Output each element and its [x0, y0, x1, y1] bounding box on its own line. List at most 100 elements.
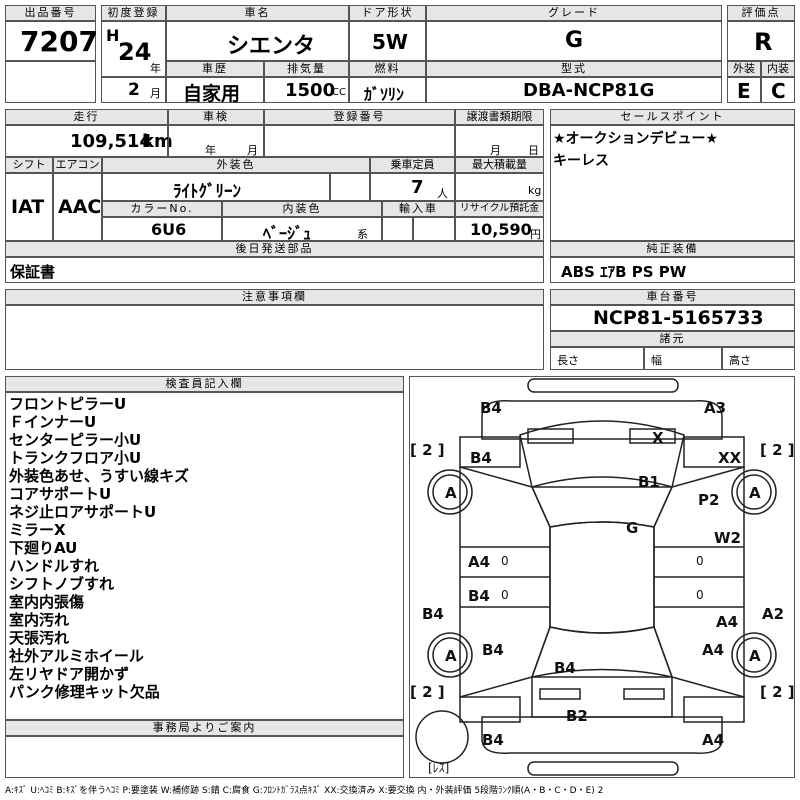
genuine-equip-cell: ABS ｴｱB PS PW [550, 257, 795, 283]
inspector-note: 社外アルミホイール [9, 647, 144, 665]
spare-tire-mark: [ﾚｽ] [428, 761, 449, 775]
inspector-note: 室内汚れ [9, 611, 70, 629]
model-type-cell: DBA-NCP81G [426, 77, 722, 103]
chassis-no-label: 車台番号 [550, 289, 795, 305]
mark-a3: A3 [704, 399, 726, 417]
car-body-outline: B4 A3 X B4 XX B1 P2 G W2 A4 B4 B4 A2 A4 … [410, 378, 794, 776]
aircon-label: エアコン [53, 157, 102, 173]
inspector-note: 外装色あせ、うすい線キズ [9, 467, 190, 485]
aircon-value: AAC [58, 196, 102, 218]
genuine-equip-value: ABS ｴｱB PS PW [561, 263, 687, 281]
tire-rl: [ 2 ] [410, 683, 445, 701]
first-reg-year-cell: H 24 年 [101, 21, 166, 77]
displacement-cell: 1500 CC [264, 77, 349, 103]
inspector-note: 左リヤドア開かず [9, 665, 130, 683]
later-parts-label: 後日発送部品 [5, 241, 544, 257]
color-no-label: カラーNo. [102, 201, 222, 217]
exterior-score: E [737, 79, 751, 103]
lot-no-label: 出品番号 [5, 5, 96, 21]
mark-b4-l3: B4 [482, 641, 504, 659]
score-label: 評価点 [727, 5, 795, 21]
mileage-value: 109,514 [70, 131, 152, 152]
first-reg-label: 初度登録 [101, 5, 166, 21]
interior-score: C [771, 79, 786, 103]
cc-unit: CC [332, 87, 346, 98]
score-cell: R [727, 21, 795, 61]
lot-no-cell: 7207 [5, 21, 98, 61]
sales-point-cell: ★オークションデビュー★ キーレス [550, 125, 795, 241]
office-notice-cell [5, 736, 404, 778]
zero-4: 0 [696, 588, 704, 602]
chassis-no-value: NCP81-5165733 [593, 307, 764, 329]
deadline-month-unit: 月 [490, 144, 501, 157]
capacity-label: 乗車定員 [370, 157, 455, 173]
lot-no-blank [5, 61, 96, 103]
recycle-label: リサイクル預託金 [455, 201, 544, 217]
fuel-value: ｶﾞｿﾘﾝ [364, 85, 405, 104]
int-color-value: ﾍﾞｰｼﾞｭ [263, 224, 312, 243]
caution-cell [5, 305, 544, 370]
score-value: R [754, 28, 773, 56]
zero-3: 0 [696, 554, 704, 568]
inspector-note: フロントピラーU [9, 395, 127, 413]
history-cell: 自家用 [166, 77, 264, 105]
capacity-cell: 7 人 [370, 173, 455, 201]
inspector-note: パンク修理キット欠品 [9, 683, 160, 701]
inspector-label: 検査員記入欄 [5, 376, 404, 392]
displacement-value: 1500 [285, 80, 336, 101]
later-parts-value: 保証書 [10, 263, 56, 281]
mark-b1: B1 [638, 473, 660, 491]
ext-color-cell: ﾗｲﾄｸﾞﾘｰﾝ [102, 173, 330, 202]
inspector-note: ネジ止ロアサポートU [9, 503, 157, 521]
sales-point-1: ★オークションデビュー★ [553, 131, 719, 147]
kg-unit: kg [528, 184, 542, 197]
genuine-equip-label: 純正装備 [550, 241, 795, 257]
wheel-fr-mark: A [749, 484, 761, 502]
import-cell-b [413, 217, 455, 241]
mark-b4-l1: B4 [470, 449, 492, 467]
first-reg-month-cell: 2 月 [101, 77, 166, 103]
deadline-label: 譲渡書類期限 [455, 109, 544, 125]
month-unit: 月 [150, 87, 161, 100]
mark-b4-rear: B4 [554, 659, 576, 677]
chassis-no-cell: NCP81-5165733 [550, 305, 795, 331]
tire-rr: [ 2 ] [760, 683, 794, 701]
inspection-month-unit: 月 [247, 144, 258, 157]
lot-no-value: 7207 [20, 25, 98, 58]
year-value: 24 [118, 38, 152, 66]
later-parts-cell: 保証書 [5, 257, 544, 283]
wheel-fl-mark: A [445, 484, 457, 502]
inspector-note: 室内内張傷 [9, 593, 85, 611]
capacity-value: 7 [411, 177, 424, 198]
deadline-cell: 月 日 [455, 125, 544, 157]
mark-a4-l1: A4 [468, 553, 490, 571]
mark-x: X [652, 429, 664, 447]
model-type-value: DBA-NCP81G [523, 80, 655, 101]
color-no-value: 6U6 [151, 220, 187, 239]
legend: A:ｷｽﾞ U:ﾍｺﾐ B:ｷｽﾞを伴うﾍｺﾐ P:要塗装 W:補修跡 S:錆 … [5, 786, 604, 796]
import-label: 輸入車 [382, 201, 455, 217]
mileage-cell: 109,514 km [5, 125, 173, 157]
mark-xx: XX [718, 449, 742, 467]
ext-color-blank [330, 173, 370, 201]
reg-no-cell [264, 125, 455, 157]
grade-value: G [565, 28, 584, 53]
displacement-label: 排気量 [264, 61, 349, 77]
mark-b4-lrear: B4 [422, 605, 444, 623]
color-no-cell: 6U6 [102, 217, 222, 241]
mileage-unit: km [142, 131, 173, 152]
exterior-label: 外装 [727, 61, 761, 77]
inspector-note: ハンドルすれ [9, 557, 100, 575]
int-color-cell: ﾍﾞｰｼﾞｭ 系 [222, 217, 382, 243]
inspector-note: トランクフロア小U [9, 449, 142, 467]
fuel-cell: ｶﾞｿﾘﾝ [349, 77, 426, 104]
sales-point-label: セールスポイント [550, 109, 795, 125]
inspector-note: コアサポートU [9, 485, 112, 503]
grade-cell: G [426, 21, 722, 61]
max-load-label: 最大積載量 [455, 157, 544, 173]
month-value: 2 [128, 80, 140, 100]
wheel-rl-mark: A [445, 647, 457, 665]
mark-p2: P2 [698, 491, 719, 509]
zero-1: 0 [501, 554, 509, 568]
